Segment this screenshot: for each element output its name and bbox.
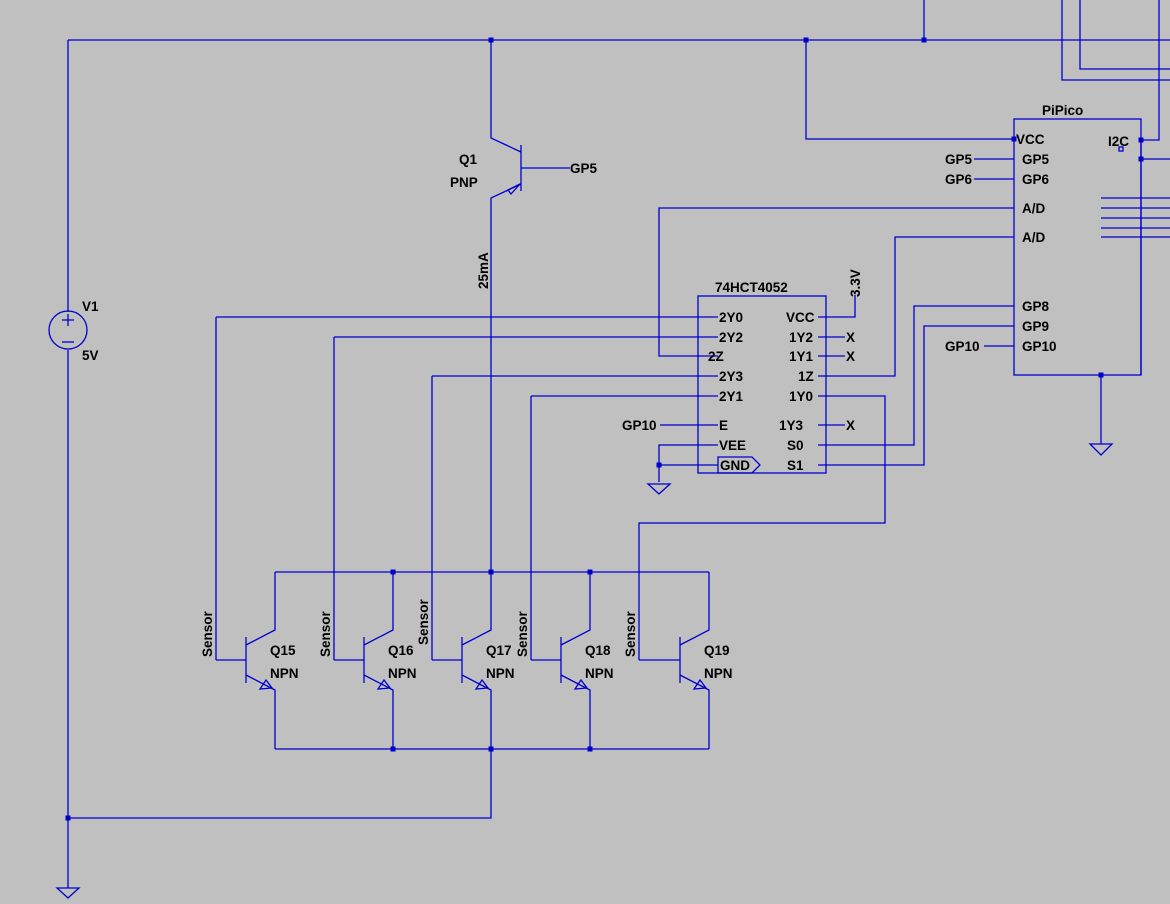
mux-body xyxy=(697,295,827,474)
pico-net-gp5: GP5 xyxy=(945,152,973,167)
gnd-port-icon xyxy=(717,456,761,474)
pin-marker-icon xyxy=(1118,146,1124,152)
transistor-name: Q19 xyxy=(704,643,730,658)
transistor-name: Q15 xyxy=(270,643,296,658)
mux-pin-s1: S1 xyxy=(787,458,804,473)
mux-pin-2z: 2Z xyxy=(708,349,724,364)
pico-pin-gp8: GP8 xyxy=(1022,299,1050,314)
mux-pin-vee: VEE xyxy=(719,438,746,453)
q1-type: PNP xyxy=(450,175,478,190)
junction-dot xyxy=(1138,137,1144,143)
pico-pin-gp10: GP10 xyxy=(1022,339,1057,354)
junction-dot xyxy=(65,815,71,821)
pico-pin-ad: A/D xyxy=(1022,230,1046,245)
sensor-net: Sensor xyxy=(318,610,333,657)
junction-dot xyxy=(656,462,662,468)
q1-name: Q1 xyxy=(459,152,478,167)
pico-name: PiPico xyxy=(1042,103,1083,118)
mux-pin-1z: 1Z xyxy=(798,369,814,384)
junction-dot xyxy=(587,569,593,575)
junction-dot xyxy=(488,569,494,575)
pico-pin-vcc: VCC xyxy=(1016,132,1045,147)
junction-dot xyxy=(1138,156,1144,162)
sensor-net: Sensor xyxy=(515,610,530,657)
mux-pin-2y2: 2Y2 xyxy=(719,330,743,345)
pico-pin-gp6: GP6 xyxy=(1022,172,1050,187)
q1-base-net: GP5 xyxy=(570,161,598,176)
transistor-type: NPN xyxy=(388,666,417,681)
q1-current: 25mA xyxy=(476,252,491,289)
mux-pin-2y0: 2Y0 xyxy=(719,310,743,325)
junction-dot xyxy=(488,746,494,752)
mux-e-net: GP10 xyxy=(622,418,657,433)
junction-dot xyxy=(803,37,809,43)
transistor-name: Q18 xyxy=(585,643,611,658)
pico-pin-gp9: GP9 xyxy=(1022,319,1049,334)
mux-pin-gnd: GND xyxy=(720,458,750,473)
junction-dot xyxy=(390,746,396,752)
junction-dot xyxy=(390,569,396,575)
mux-vcc-net: 3.3V xyxy=(848,269,863,297)
mux-pin-1y2: 1Y2 xyxy=(789,330,813,345)
v1-name: V1 xyxy=(82,299,99,314)
mux-pin-1y0: 1Y0 xyxy=(789,389,813,404)
ground-icon xyxy=(646,483,672,495)
sensor-net: Sensor xyxy=(200,610,215,657)
nc-marker: X xyxy=(846,330,855,345)
mux-pin-s0: S0 xyxy=(787,438,804,453)
transistor-type: NPN xyxy=(585,666,614,681)
pico-net-gp10: GP10 xyxy=(945,339,980,354)
pico-net-gp6: GP6 xyxy=(945,172,973,187)
mux-pin-2y1: 2Y1 xyxy=(719,389,744,404)
pico-pin-i2c: I2C xyxy=(1108,134,1129,149)
junction-dot xyxy=(488,37,494,43)
nc-marker: X xyxy=(846,418,855,433)
ground-icon xyxy=(1088,443,1114,456)
junction-dot xyxy=(587,746,593,752)
transistor-type: NPN xyxy=(270,666,299,681)
ground-icon xyxy=(55,887,81,899)
voltage-source-v1 xyxy=(48,310,88,350)
junction-dot xyxy=(1011,136,1017,142)
transistor-type: NPN xyxy=(704,666,733,681)
transistor-type: NPN xyxy=(486,666,515,681)
pico-body xyxy=(1013,118,1142,376)
transistor-name: Q16 xyxy=(388,643,414,658)
junction-dot xyxy=(1098,372,1104,378)
v1-value: 5V xyxy=(82,348,99,363)
mux-pin-1y3: 1Y3 xyxy=(779,418,804,433)
mux-pin-2y3: 2Y3 xyxy=(719,369,744,384)
mux-pin-e: E xyxy=(719,418,728,433)
sensor-net: Sensor xyxy=(623,610,638,657)
junction-dot xyxy=(921,37,927,43)
transistor-q1 xyxy=(507,145,522,196)
pico-pin-gp5: GP5 xyxy=(1022,152,1050,167)
pico-pin-ad: A/D xyxy=(1022,201,1046,216)
mux-name: 74HCT4052 xyxy=(715,280,788,295)
mux-pin-vcc: VCC xyxy=(786,310,815,325)
transistor-name: Q17 xyxy=(486,643,512,658)
junctions xyxy=(65,37,1144,821)
wires xyxy=(67,0,1170,888)
mux-pin-1y1: 1Y1 xyxy=(789,349,814,364)
nc-marker: X xyxy=(846,349,855,364)
sensor-net: Sensor xyxy=(416,598,431,645)
